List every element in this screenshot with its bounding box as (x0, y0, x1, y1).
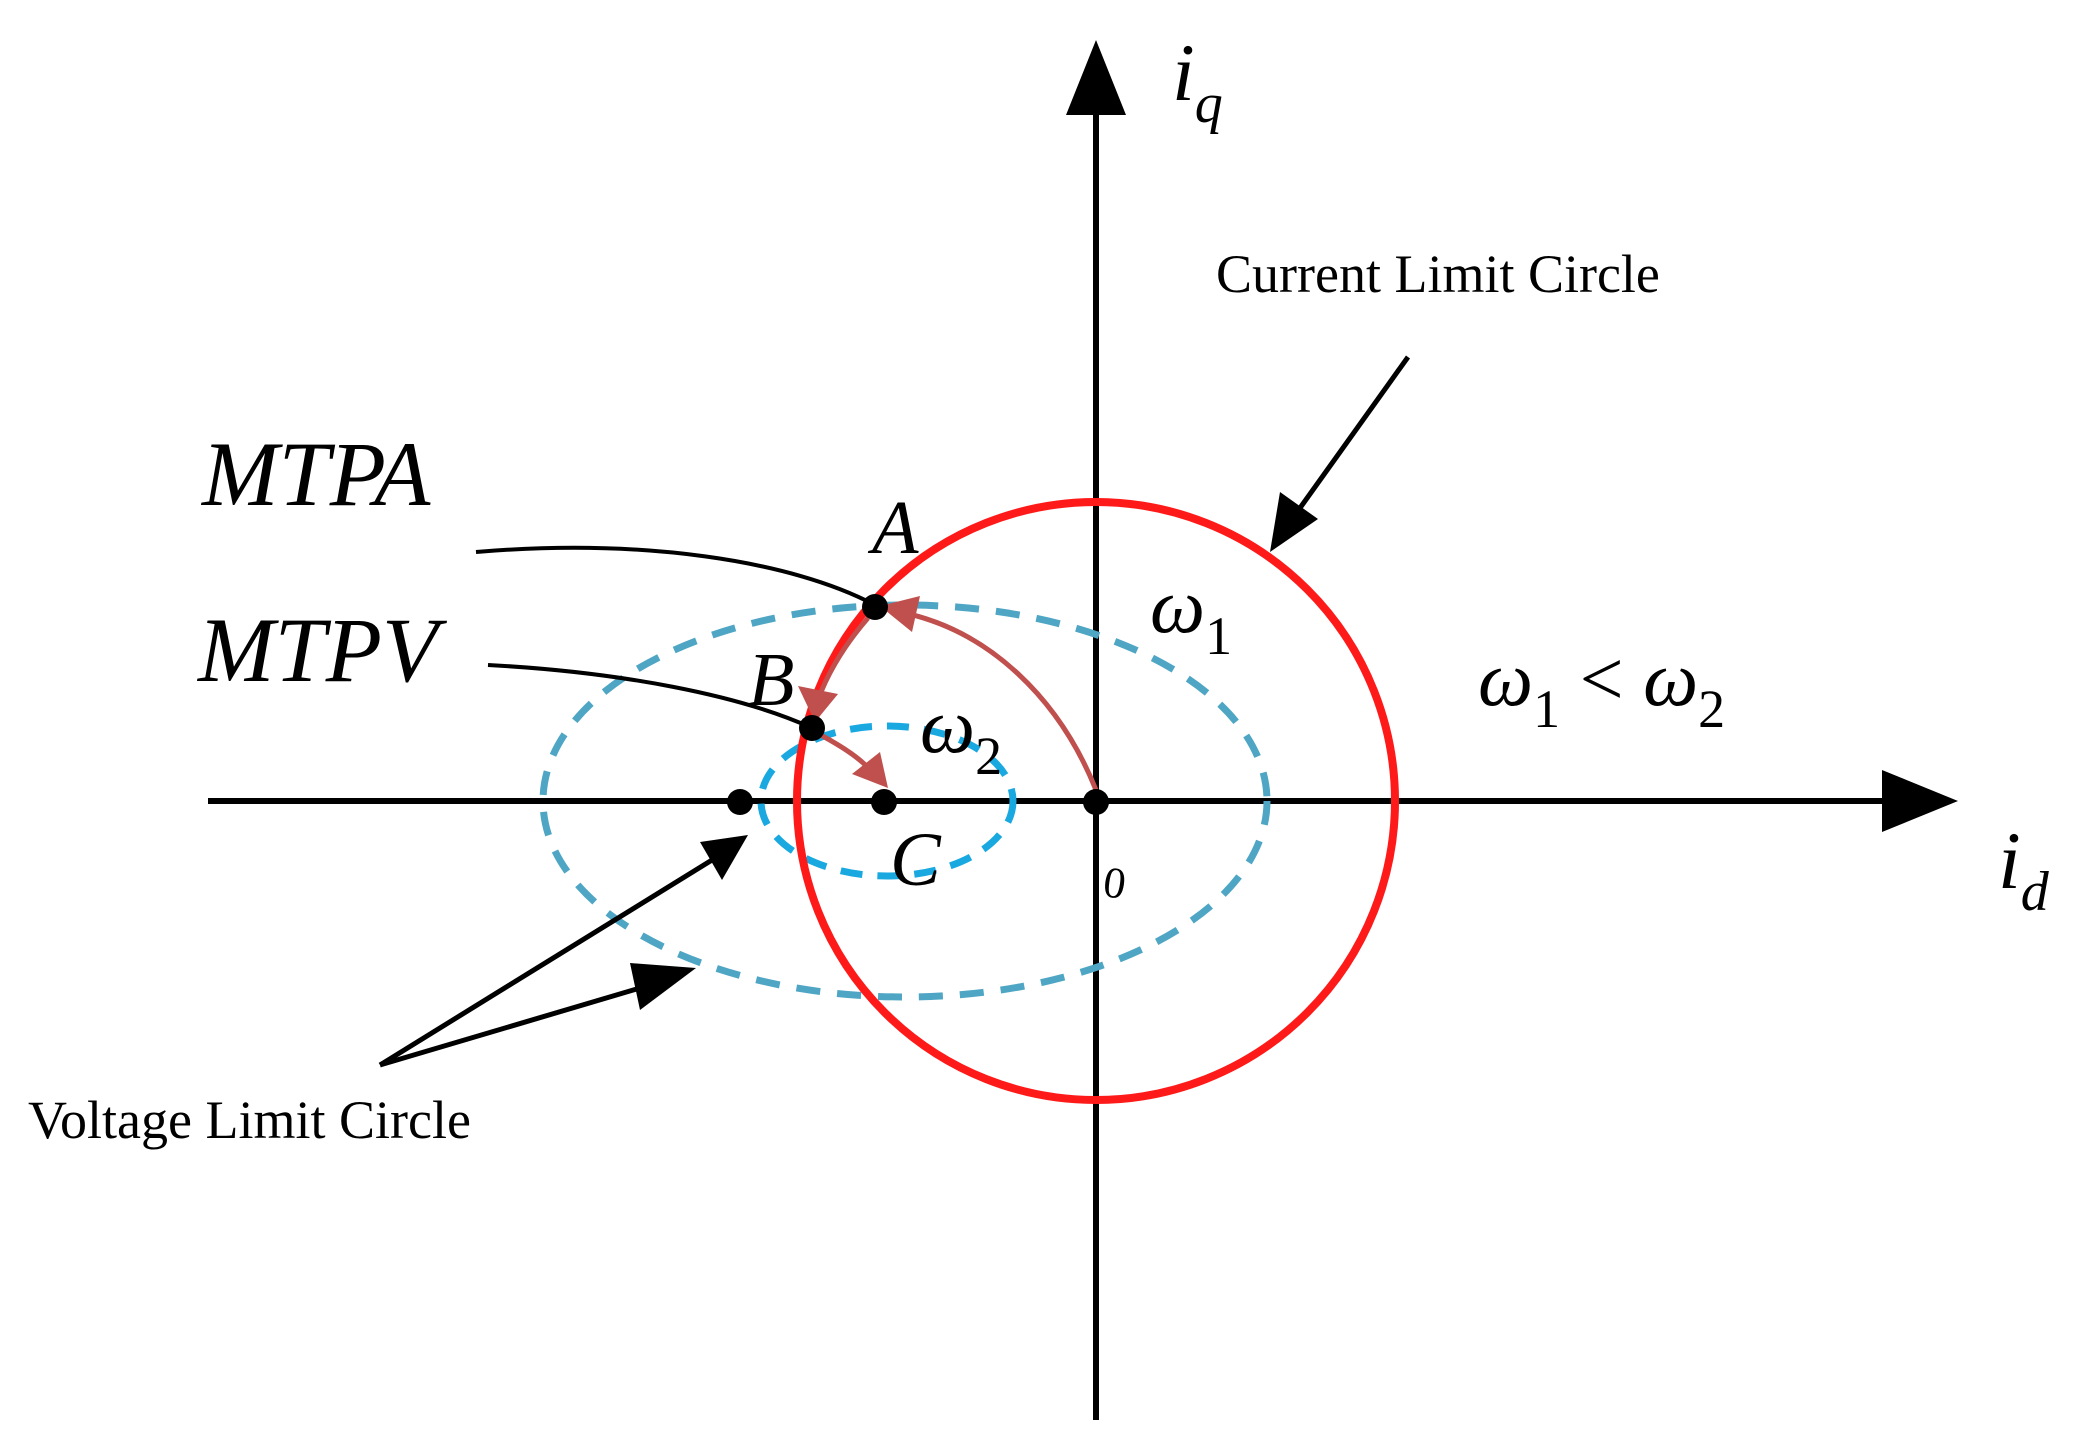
voltage-center-marker (727, 789, 753, 815)
voltage-limit-pointer-arrowhead-outer (630, 963, 696, 1010)
voltage-limit-pointer-arrowhead-inner (700, 835, 748, 880)
point-c-label: C (890, 818, 942, 902)
voltage-limit-pointers (378, 835, 748, 1068)
omega1-label: ω1 (1150, 562, 1232, 666)
current-limit-pointer-arrowhead (1270, 492, 1318, 552)
trajectory-a-to-b (815, 616, 870, 701)
trajectory-b-to-c-arrowhead (852, 752, 888, 788)
mtpa-label: MTPA (200, 423, 431, 525)
point-a-label: A (867, 486, 919, 570)
voltage-limit-circle-label: Voltage Limit Circle (28, 1090, 471, 1150)
iq-axis-label-main: i (1172, 27, 1195, 118)
trajectory-a-to-b-arrowhead (798, 686, 838, 722)
iq-axis-label: iq (1172, 27, 1223, 135)
omega1-label-main: ω (1150, 562, 1205, 649)
id-axis-label-main: i (1998, 815, 2021, 906)
mtpv-leader-line (487, 663, 813, 730)
omega2-label-sub: 2 (975, 726, 1002, 786)
current-limit-circle-label: Current Limit Circle (1216, 244, 1660, 304)
current-limit-pointer (1270, 355, 1411, 552)
voltage-limit-ellipse-omega2 (757, 722, 1017, 880)
omega-comparison-w2-sub: 2 (1698, 679, 1725, 739)
omega-comparison-label: ω1 < ω2 (1478, 635, 1725, 739)
axes (208, 40, 1958, 1420)
mtpa-leader-line (475, 545, 876, 607)
omega2-label-main: ω (920, 682, 975, 769)
point-c-marker (871, 789, 897, 815)
point-a-marker (862, 594, 888, 620)
current-limit-pointer-line (1297, 355, 1411, 510)
origin-marker (1083, 789, 1109, 815)
omega-comparison-w1-sub: 1 (1533, 679, 1560, 739)
iq-axis-label-sub: q (1195, 73, 1223, 135)
mtpv-label: MTPV (196, 599, 448, 701)
voltage-limit-pointer-line-outer (379, 985, 641, 1068)
iq-axis-arrowhead (1066, 40, 1126, 115)
trajectory-origin-to-a (899, 609, 1099, 791)
origin-label: 0 (1100, 857, 1129, 909)
current-limit-circle (793, 498, 1399, 1104)
trajectory-b-to-c (813, 729, 872, 772)
trajectory-origin-to-a-arrowhead (880, 596, 920, 632)
id-axis-arrowhead (1882, 770, 1958, 832)
omega-comparison-w2: ω (1643, 635, 1698, 722)
id-axis-label-sub: d (2021, 861, 2050, 923)
id-axis-label: id (1998, 815, 2050, 923)
voltage-limit-ellipse-omega1 (539, 601, 1271, 1001)
omega-comparison-lt: < (1560, 635, 1643, 722)
point-b-label: B (748, 638, 794, 722)
operating-points (727, 594, 1109, 815)
omega2-label: ω2 (920, 682, 1002, 786)
omega1-label-sub: 1 (1205, 606, 1232, 666)
omega-comparison-w1: ω (1478, 635, 1533, 722)
point-b-marker (799, 715, 825, 741)
voltage-limit-pointer-line-inner (378, 857, 714, 1068)
